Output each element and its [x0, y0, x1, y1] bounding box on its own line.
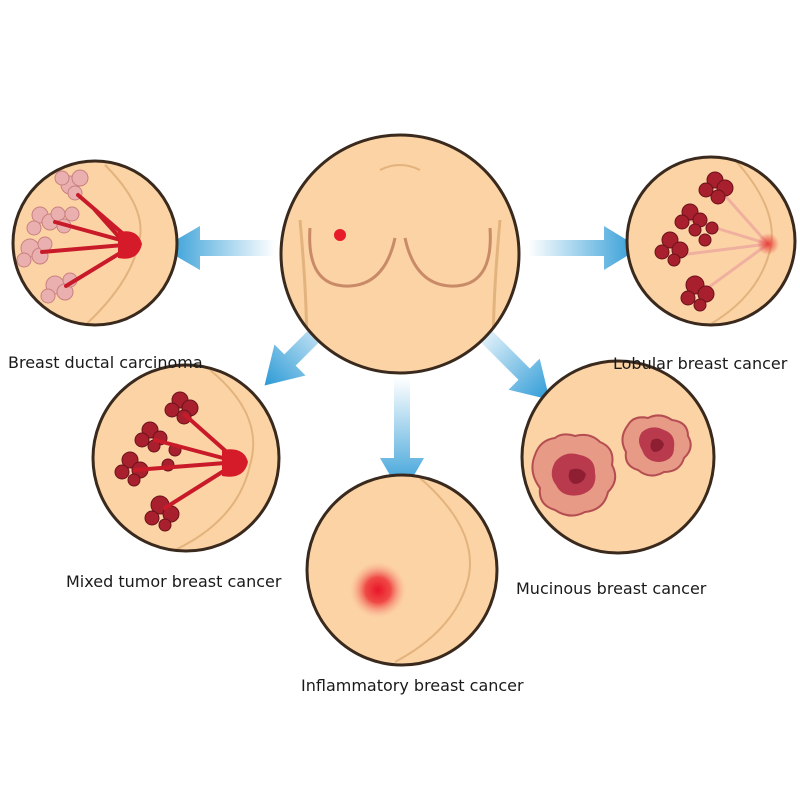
- arrow-to-mucinous: [468, 318, 550, 400]
- arrow-to-inflammatory: [380, 378, 424, 496]
- inflammatory-circle: [305, 473, 499, 667]
- arrow-to-ductal: [162, 226, 275, 270]
- label-mucinous: Mucinous breast cancer: [516, 579, 707, 598]
- label-ductal: Breast ductal carcinoma: [8, 353, 203, 372]
- torso-circle: [279, 133, 521, 375]
- mixed-circle: [91, 363, 281, 553]
- ductal-circle: [11, 159, 179, 327]
- label-lobular: Lobular breast cancer: [613, 354, 788, 373]
- label-mixed: Mixed tumor breast cancer: [66, 572, 282, 591]
- arrow-to-lobular: [528, 226, 640, 270]
- lobular-circle: [625, 155, 797, 327]
- label-inflammatory: Inflammatory breast cancer: [301, 676, 524, 695]
- inflamed-spot: [350, 562, 406, 618]
- tumor-spot: [334, 229, 346, 241]
- mucinous-circle: [520, 359, 716, 555]
